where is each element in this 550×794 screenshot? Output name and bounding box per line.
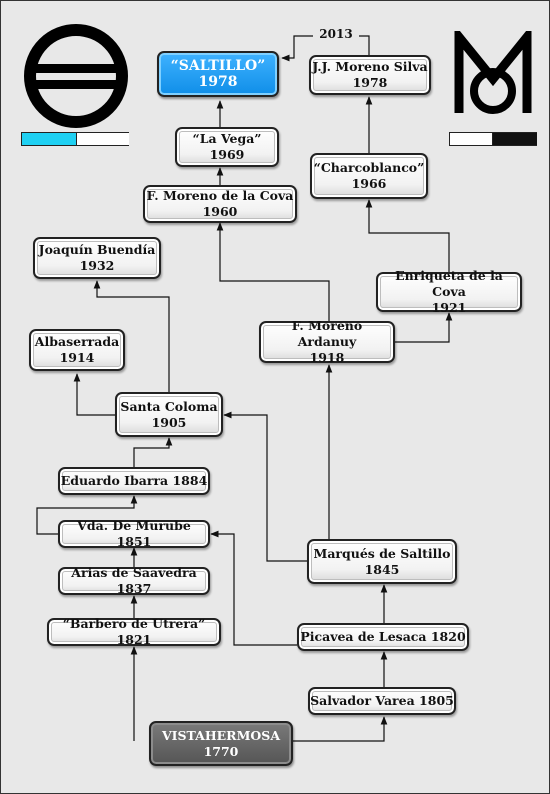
node-vda-de-murube: Vda. De Murube 1851 [58,518,210,549]
right-color-bar [449,132,537,146]
node-santa-coloma: Santa Coloma 1905 [115,392,223,437]
left-color-bar [21,132,129,146]
edge-jjmoreno-saltillo [281,35,370,62]
node-f-moreno-ardanuy: F. Moreno Ardanuy 1918 [259,318,395,365]
year-2013-label: 2013 [313,27,359,41]
node-joaquin-buendia: Joaquín Buendía 1932 [33,237,161,279]
node-f-moreno-de-la-cova: F. Moreno de la Cova 1960 [143,185,297,223]
edge-enriqueta-charcoblanco [365,199,450,272]
edge-marques-santacoloma [223,411,307,562]
node-barbero-de-utrera: “Barbero de Utrera” 1821 [47,616,221,647]
node-salvador-varea: Salvador Varea 1805 [308,687,456,715]
mo-monogram-icon [454,31,532,114]
node-la-vega: “La Vega” 1969 [175,127,279,167]
node-vistahermosa: VISTAHERMOSA 1770 [149,721,293,766]
node-picavea-de-lesaca: Picavea de Lesaca 1820 [297,623,469,651]
edge-vistahermosa-varea [292,716,388,742]
edge-ardanuy-enriqueta [393,312,453,343]
node-enriqueta-de-la-cova: Enriqueta de la Cova 1921 [376,268,522,315]
node-charcoblanco: “Charcoblanco” 1966 [310,153,428,199]
edge-ibarra-santacoloma [133,437,173,467]
node-jj-moreno-silva: J.J. Moreno Silva 1978 [309,55,431,95]
edge-picavea-murube [210,530,297,646]
edge-santacoloma-buendia [93,280,170,392]
node-saltillo: “SALTILLO” 1978 [157,51,279,97]
node-albaserrada: Albaserrada 1914 [29,329,125,371]
circle-with-horizontal-bars-icon [24,24,128,128]
node-marques-de-saltillo: Marqués de Saltillo 1845 [307,539,457,584]
edge-ardanuy-fmorenocova [216,222,330,321]
edge-santacoloma-albaserrada [73,373,115,416]
node-arias-de-saavedra: Arias de Saavedra 1837 [58,565,210,596]
edge-murube-ibarra [36,495,138,535]
node-eduardo-ibarra: Eduardo Ibarra 1884 [58,467,210,495]
